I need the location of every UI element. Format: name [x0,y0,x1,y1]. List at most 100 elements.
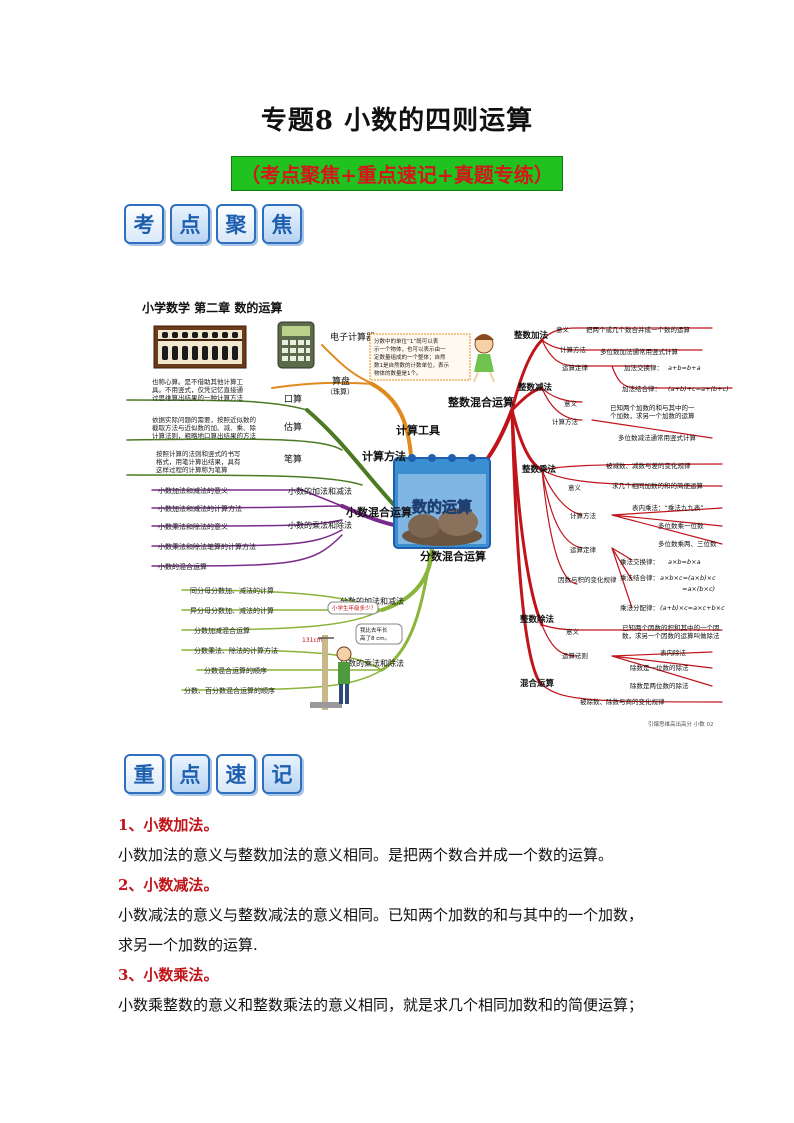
page-subtitle: （考点聚焦+重点速记+真题专练） [231,156,563,191]
callout-line: 分数中的单位“1”既可以表 [374,337,439,345]
note-line: 截取方法与近似数的加、减、乘、除 [152,423,257,432]
page-title: 专题8 小数的四则运算 [260,106,534,136]
note-line: 也称心算。是不借助其他计算工 [152,377,244,386]
note-line: 依据实际问题的需要，按照近似数的 [152,415,257,424]
r-item: 运算定律 [562,363,589,372]
r-item: 乘法交换律： [620,557,659,566]
node-int-div: 整数除法 [520,614,555,625]
badge-char: 速 [216,754,256,794]
node-frac-add-sub: 分数的加法和减法 [340,596,404,606]
branch-decimal-mixed: 小数混合运算 [345,505,412,519]
section-badge-1: 考 点 聚 焦 [124,204,302,244]
r-item: 多位数乘一位数 [658,521,704,530]
calculator-icon [277,321,315,369]
frac-item: 分数乘法、除法的计算方法 [194,646,278,655]
r-item: 意义 [564,399,578,408]
badge-char: 聚 [216,204,256,244]
girl-illustration [473,334,495,383]
r-item: 已知两个因数的积和其中的一个因 [622,623,720,632]
frac-item: 同分母分数加、减法的计算 [190,586,274,595]
speech-2-line: 高了8 cm。 [360,634,390,642]
callout-line: 示一个物体，也可以表示由一 [374,345,446,353]
node-mixed: 混合运算 [520,678,555,689]
note-paragraph: 求另一个加数的运算. [118,936,258,954]
callout-line: 物体的数量是1个。 [374,369,422,377]
node-dec-add-sub: 小数的加法和减法 [288,486,352,496]
r-item: a×b=b×a [668,558,701,566]
mind-map-svg: 小学数学 第二章 数的运算 [126,300,733,728]
dec-item: 小数乘法和除法的意义 [158,522,228,531]
r-item: 意义 [568,483,582,492]
r-item: 计算方法 [570,511,597,520]
node-abacus-sub: （珠算） [326,387,354,396]
section-badge-2: 重 点 速 记 [124,754,302,794]
speech-bubble-2 [355,623,403,645]
r-item: a×b×c=(a×b)×c [660,574,716,582]
note-line: 计算法则，粗略地口算出结果的方法 [152,431,257,440]
r-item: (a+b)×c=a×c+b×c [660,604,725,612]
notes-section: 1、小数加法。 小数加法的意义与整数加法的意义相同。是把两个数合并成一个数的运算… [118,810,698,1020]
node-int-mul: 整数乘法 [522,464,557,475]
r-item: 多位数乘两、三位数 [658,539,717,548]
r-item: 除数是两位数的除法 [630,681,689,690]
branch-fraction-mixed: 分数混合运算 [420,549,486,563]
node-estimate: 估算 [284,421,302,433]
callout-box [369,333,471,381]
badge-char: 点 [170,204,210,244]
note-line: 过思维算出结果的一种计算方法 [152,393,244,402]
r-item: 运算法则 [562,651,588,660]
frac-item: 分数混合运算的顺序 [204,666,267,675]
r-item: 运算定律 [570,545,597,554]
r-item: 表内乘法：“乘法九九表” [632,503,704,512]
r-item: 意义 [556,325,570,334]
callout-line: 数1是自然数的计数单位，表示 [374,361,450,369]
r-item: 加法结合律： [622,384,661,393]
node-int-sub: 整数减法 [518,382,553,393]
r-item: 被减数、减数与差的变化规律 [606,461,691,470]
badge-char: 焦 [262,204,302,244]
badge-char: 点 [170,754,210,794]
frac-item: 分数、百分数混合运算的顺序 [184,686,275,695]
note-heading: 2、小数减法。 [118,876,219,894]
center-calendar: 数的运算 [393,454,491,549]
r-item: 求几个相同加数的和的简便运算 [612,481,704,490]
height-illustration [310,635,352,710]
mindmap-header: 小学数学 第二章 数的运算 [142,300,282,315]
r-item: 意义 [566,627,580,636]
dec-item: 小数乘法和除法笔算的计算方法 [158,542,256,551]
note-heading: 3、小数乘法。 [118,966,219,984]
note-paragraph: 小数减法的意义与整数减法的意义相同。已知两个加数的和与其中的一个加数， [118,906,644,924]
badge-char: 记 [262,754,302,794]
r-item: a+b=b+a [668,364,701,372]
dec-item: 小数加法和减法的意义 [158,486,228,495]
r-item: =a×(b×c) [682,585,715,593]
r-item: 被除数、除数与商的变化规律 [580,697,665,706]
node-written: 笔算 [284,453,302,465]
speech-bubble-1 [327,601,379,615]
r-item: 多位数减法通常用竖式计算 [618,433,697,442]
branch-integer-mixed: 整数混合运算 [447,395,514,409]
note-heading: 1、小数加法。 [118,816,219,834]
node-e-calc: 电子计算器 [330,331,375,343]
r-item: 计算方法 [560,345,587,354]
node-int-add: 整数加法 [514,330,549,341]
speech-1-text: 小学生年级多少？ [332,604,376,612]
center-label: 数的运算 [412,498,472,516]
r-item: 多位数加法通常用竖式计算 [600,347,679,356]
r-item: 个加数，求另一个加数的运算 [610,411,695,420]
r-item: 乘法分配律： [620,603,659,612]
branch-tools: 计算工具 [396,423,440,437]
r-item: 乘法结合律： [620,573,659,582]
subtitle-wrap: （考点聚焦+重点速记+真题专练） [0,156,794,191]
note-line: 这样过程的计算称为笔算 [156,465,228,474]
r-item: 已知两个加数的和与其中的一 [610,403,695,412]
note-paragraph: 小数乘整数的意义和整数乘法的意义相同，就是求几个相同加数和的简便运算； [118,996,644,1014]
dec-item: 小数的混合运算 [158,562,207,571]
frac-item: 分数加减混合运算 [194,626,250,635]
note-paragraph: 小数加法的意义与整数加法的意义相同。是把两个数合并成一个数的运算。 [118,846,614,864]
r-item: 计算方法 [552,417,579,426]
badge-char: 考 [124,204,164,244]
r-item: 表内除法 [660,648,687,657]
frac-item: 异分母分数加、减法的计算 [190,606,274,615]
r-item: 把两个或几个数合并成一个数的运算 [586,325,691,334]
